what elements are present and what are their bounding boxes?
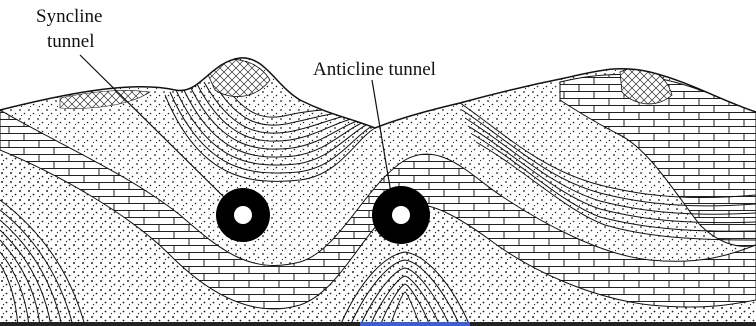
- syncline-tunnel: [216, 188, 270, 242]
- syncline-label-line2: tunnel: [47, 31, 95, 52]
- anticline-label: Anticline tunnel: [313, 59, 436, 80]
- anticline-tunnel: [372, 186, 430, 244]
- syncline-label-line1: Syncline: [36, 6, 103, 27]
- bottom-edge-highlight: [360, 322, 470, 326]
